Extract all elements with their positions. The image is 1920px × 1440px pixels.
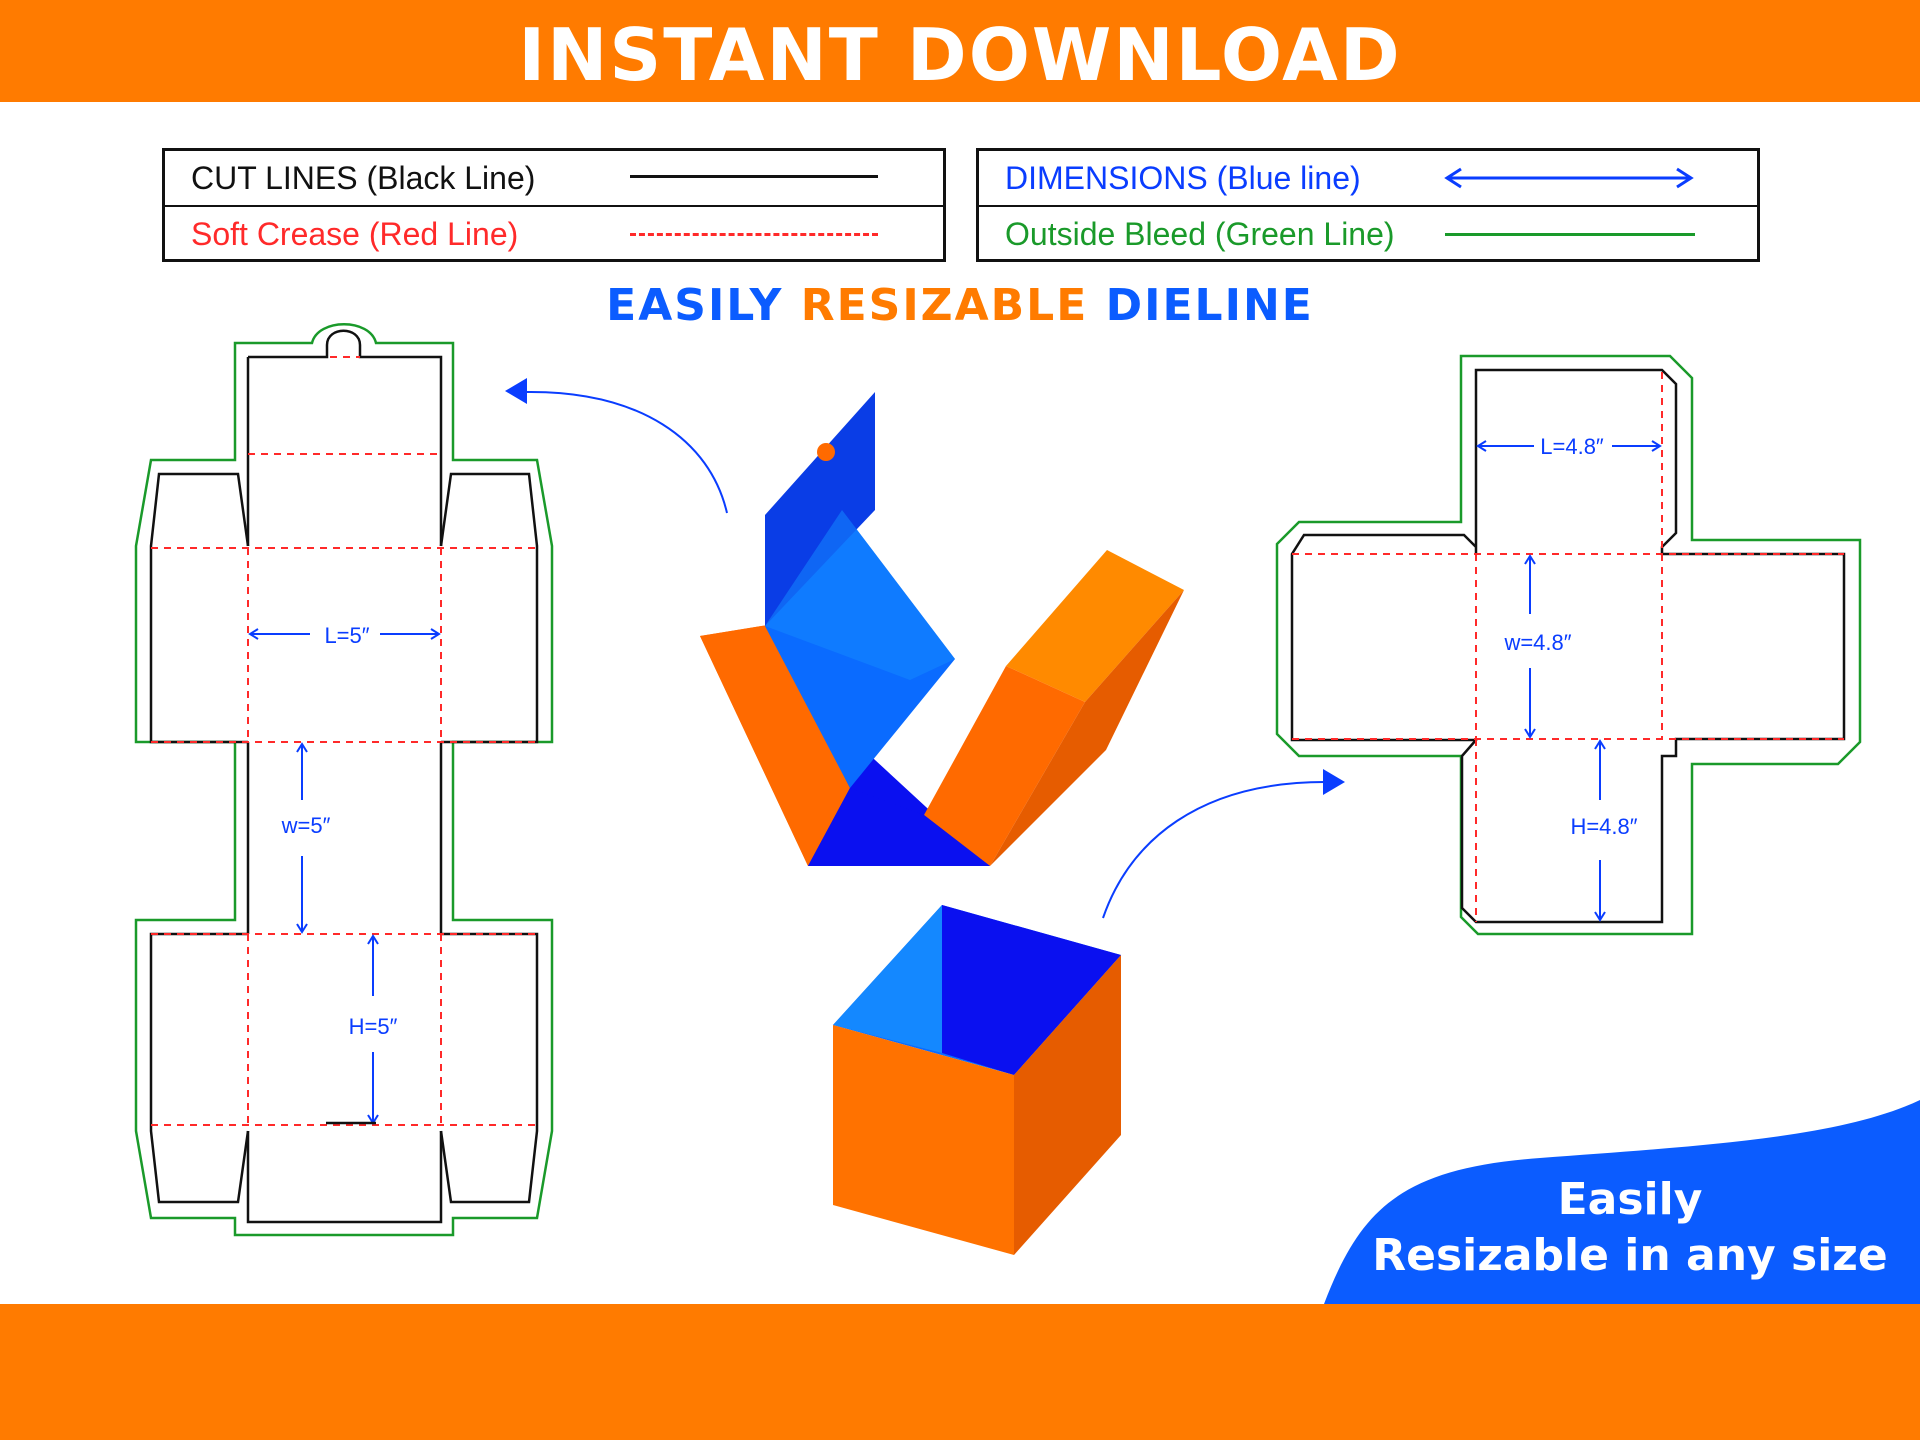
open-box-illustration: [700, 392, 1184, 866]
left-length-label: L=5″: [324, 623, 369, 648]
subtitle-easily: EASILY: [606, 280, 784, 331]
top-banner: INSTANT DOWNLOAD: [0, 0, 1920, 102]
promo-line-1: Easily: [1557, 1174, 1703, 1225]
right-dimension-arrows: [1476, 440, 1662, 922]
promo-line-2: Resizable in any size: [1372, 1230, 1888, 1281]
subtitle-resizable: RESIZABLE: [800, 280, 1089, 331]
legend-cut-line: [630, 175, 878, 178]
left-height-label: H=5″: [349, 1014, 398, 1039]
left-bottom-flap-right: [439, 932, 539, 1204]
legend-bleed-label: Outside Bleed (Green Line): [1005, 216, 1395, 252]
legend-crease-label: Soft Crease (Red Line): [191, 216, 519, 252]
bottom-band: [0, 1304, 1920, 1440]
open-top-box-illustration: [833, 905, 1121, 1255]
pointer-arrow-left: [505, 378, 728, 514]
promo-blue-wave: [1324, 1100, 1920, 1304]
left-top-flap-right: [439, 472, 539, 744]
subtitle: EASILY RESIZABLE DIELINE: [0, 280, 1920, 331]
legend-row-crease: Soft Crease (Red Line): [165, 205, 943, 261]
legend-crease-line: [630, 233, 878, 236]
pointer-arrow-right: [1102, 769, 1345, 919]
left-top-flap-left: [149, 472, 250, 744]
left-bleed-outline: [134, 323, 554, 1237]
legend-cut-label: CUT LINES (Black Line): [191, 160, 536, 196]
right-dieline: L=4.8″ w=4.8″ H=4.8″: [1275, 354, 1862, 936]
right-width-label: w=4.8″: [1503, 630, 1571, 655]
left-crease-lines: [151, 356, 537, 1126]
legend-row-bleed: Outside Bleed (Green Line): [979, 205, 1757, 261]
banner-title: INSTANT DOWNLOAD: [518, 13, 1402, 97]
left-dieline: L=5″ w=5″ H=5″: [134, 323, 554, 1237]
legend-row-cut: CUT LINES (Black Line): [165, 151, 943, 205]
subtitle-dieline: DIELINE: [1105, 280, 1314, 331]
legend-dimension-arrow: [1444, 167, 1694, 189]
left-dimension-arrows: [248, 628, 441, 1125]
right-cut-outline: [1290, 368, 1846, 924]
left-width-label: w=5″: [281, 813, 331, 838]
legend-bleed-line: [1445, 233, 1695, 236]
right-height-label: H=4.8″: [1570, 814, 1637, 839]
legend-row-dimensions: DIMENSIONS (Blue line): [979, 151, 1757, 205]
right-bleed-outline: [1275, 354, 1862, 936]
legend-dimensions-label: DIMENSIONS (Blue line): [1005, 160, 1361, 196]
left-bottom-flap-left: [149, 932, 250, 1204]
left-cut-outline: [246, 329, 443, 1224]
right-length-label: L=4.8″: [1540, 434, 1604, 459]
legend-box-right: DIMENSIONS (Blue line) Outside Bleed (Gr…: [976, 148, 1760, 262]
legend-box-left: CUT LINES (Black Line) Soft Crease (Red …: [162, 148, 946, 262]
right-crease-lines: [1292, 372, 1844, 922]
